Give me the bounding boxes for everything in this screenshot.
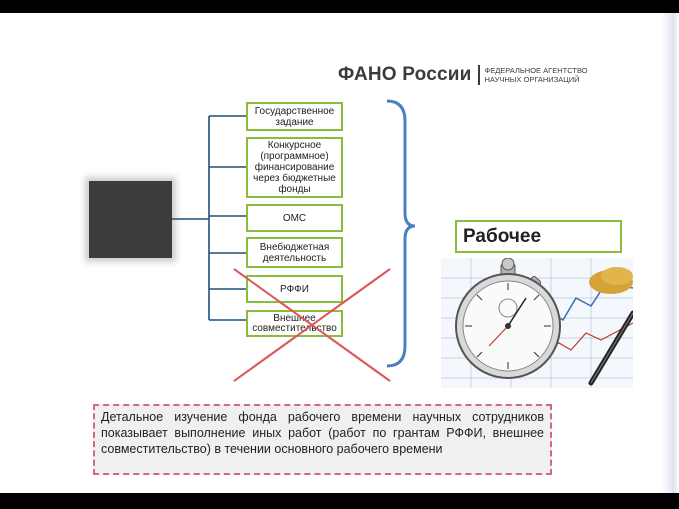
funding-box-extrabudgetary: Внебюджетная деятельность: [246, 237, 343, 268]
funding-box-oms: ОМС: [246, 204, 343, 232]
edge-stripe: [661, 13, 679, 493]
slide: ФАНО России ФЕДЕРАЛЬНОЕ АГЕНТСТВО НАУЧНЫ…: [0, 13, 679, 493]
funding-box-competitive: Конкурсное (программное) финансирование …: [246, 137, 343, 198]
right-brace: [386, 99, 416, 368]
funding-box-label: Внебюджетная деятельность: [259, 241, 330, 264]
funding-box-label: Государственное задание: [254, 105, 335, 128]
source-block: [89, 181, 172, 258]
logo-separator: [477, 65, 480, 85]
funding-box-label: ОМС: [282, 212, 307, 224]
cross-line: [233, 268, 391, 382]
logo-subtitle: ФЕДЕРАЛЬНОЕ АГЕНТСТВО НАУЧНЫХ ОРГАНИЗАЦИ…: [485, 66, 588, 84]
funding-box-label: Внешнее совместительство: [252, 312, 337, 334]
logo-subtitle-line2: НАУЧНЫХ ОРГАНИЗАЦИЙ: [484, 75, 580, 84]
conclusion-text: Детальное изучение фонда рабочего времен…: [101, 410, 544, 456]
funding-box-label: Конкурсное (программное) финансирование …: [253, 140, 336, 195]
logo-subtitle-line1: ФЕДЕРАЛЬНОЕ АГЕНТСТВО: [484, 66, 588, 75]
funding-box-state-task: Государственное задание: [246, 102, 343, 131]
result-box: Рабочее: [455, 220, 622, 253]
funding-box-label: РФФИ: [280, 283, 309, 295]
conclusion-note: Детальное изучение фонда рабочего времен…: [93, 404, 552, 475]
fano-logo: ФАНО России ФЕДЕРАЛЬНОЕ АГЕНТСТВО НАУЧНЫ…: [338, 61, 588, 89]
cross-overlay: [233, 268, 391, 382]
logo-name: ФАНО России: [338, 64, 472, 85]
stopwatch-illustration: [441, 258, 633, 388]
result-label: Рабочее: [463, 225, 542, 247]
